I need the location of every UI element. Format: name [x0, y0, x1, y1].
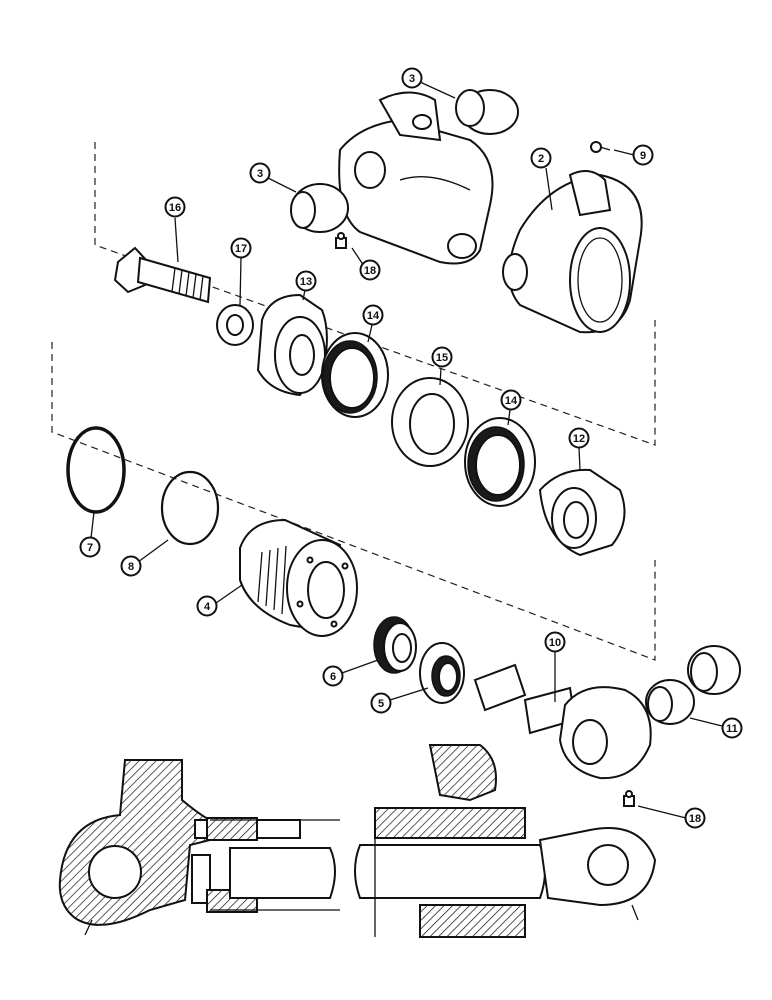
callout-18-lower: 18 — [684, 807, 706, 829]
wiper-seal-part-6 — [373, 616, 417, 674]
guide-part-12 — [538, 468, 626, 557]
seal-ring-part-14-first — [321, 332, 389, 418]
bushing-part-11-second — [687, 645, 741, 695]
svg-text:11: 11 — [726, 723, 738, 735]
callout-17: 17 — [230, 237, 252, 259]
bushing-part-3-left — [290, 183, 349, 233]
svg-text:2: 2 — [538, 153, 544, 165]
svg-text:15: 15 — [436, 352, 448, 364]
callout-7: 7 — [79, 536, 101, 558]
callout-14-second: 14 — [500, 389, 522, 411]
bolt-part-16 — [113, 246, 212, 304]
svg-text:4: 4 — [204, 601, 211, 613]
bushing-part-3-top — [455, 89, 519, 135]
callout-16: 16 — [164, 196, 186, 218]
callout-5: 5 — [370, 692, 392, 714]
grease-fitting-part-18-lower — [623, 790, 635, 807]
svg-text:7: 7 — [87, 542, 93, 554]
grease-fitting-part-18-upper — [335, 232, 347, 249]
callout-11: 11 — [721, 717, 743, 739]
svg-text:12: 12 — [573, 433, 585, 445]
svg-text:6: 6 — [330, 671, 336, 683]
bushing-part-11-first — [645, 679, 695, 725]
svg-text:14: 14 — [367, 310, 380, 322]
svg-text:9: 9 — [640, 150, 646, 162]
rod-segment — [473, 663, 527, 712]
head-gland-part-4 — [239, 518, 358, 637]
callout-12: 12 — [568, 427, 590, 449]
o-ring-part-7 — [66, 426, 126, 514]
cylinder-base-end — [338, 91, 494, 265]
callout-4: 4 — [196, 595, 218, 617]
section-view-rod-end — [354, 744, 657, 938]
seal-part-5 — [419, 642, 465, 704]
callout-3-top: 3 — [401, 67, 423, 89]
callout-8: 8 — [120, 555, 142, 577]
leader-lines — [90, 81, 723, 819]
piston-part-13 — [256, 293, 328, 397]
ring-part-15 — [391, 377, 469, 467]
seal-ring-part-14-second — [464, 417, 536, 507]
svg-text:3: 3 — [409, 73, 415, 85]
svg-text:13: 13 — [300, 276, 312, 288]
rod-eye-part-10 — [523, 686, 652, 780]
callout-13: 13 — [295, 270, 317, 292]
svg-text:17: 17 — [235, 243, 247, 255]
callout-3-left: 3 — [249, 162, 271, 184]
svg-text:8: 8 — [128, 561, 134, 573]
svg-text:5: 5 — [378, 698, 384, 710]
washer-part-17 — [216, 304, 254, 346]
callout-14-first: 14 — [362, 304, 384, 326]
callout-10: 10 — [544, 631, 566, 653]
barrel-part-2 — [502, 170, 643, 334]
svg-text:3: 3 — [257, 168, 263, 180]
section-view-base-end — [58, 759, 340, 936]
svg-text:18: 18 — [689, 813, 701, 825]
svg-text:14: 14 — [505, 395, 518, 407]
assembly-guide-lower — [51, 342, 656, 661]
svg-text:18: 18 — [364, 265, 376, 277]
svg-text:16: 16 — [169, 202, 181, 214]
backup-ring-part-8 — [160, 470, 220, 546]
callout-15: 15 — [431, 346, 453, 368]
callout-9: 9 — [632, 144, 654, 166]
svg-text:10: 10 — [549, 637, 561, 649]
callout-6: 6 — [322, 665, 344, 687]
screw-part-9 — [590, 141, 611, 153]
callout-18-upper: 18 — [359, 259, 381, 281]
callout-2: 2 — [530, 147, 552, 169]
